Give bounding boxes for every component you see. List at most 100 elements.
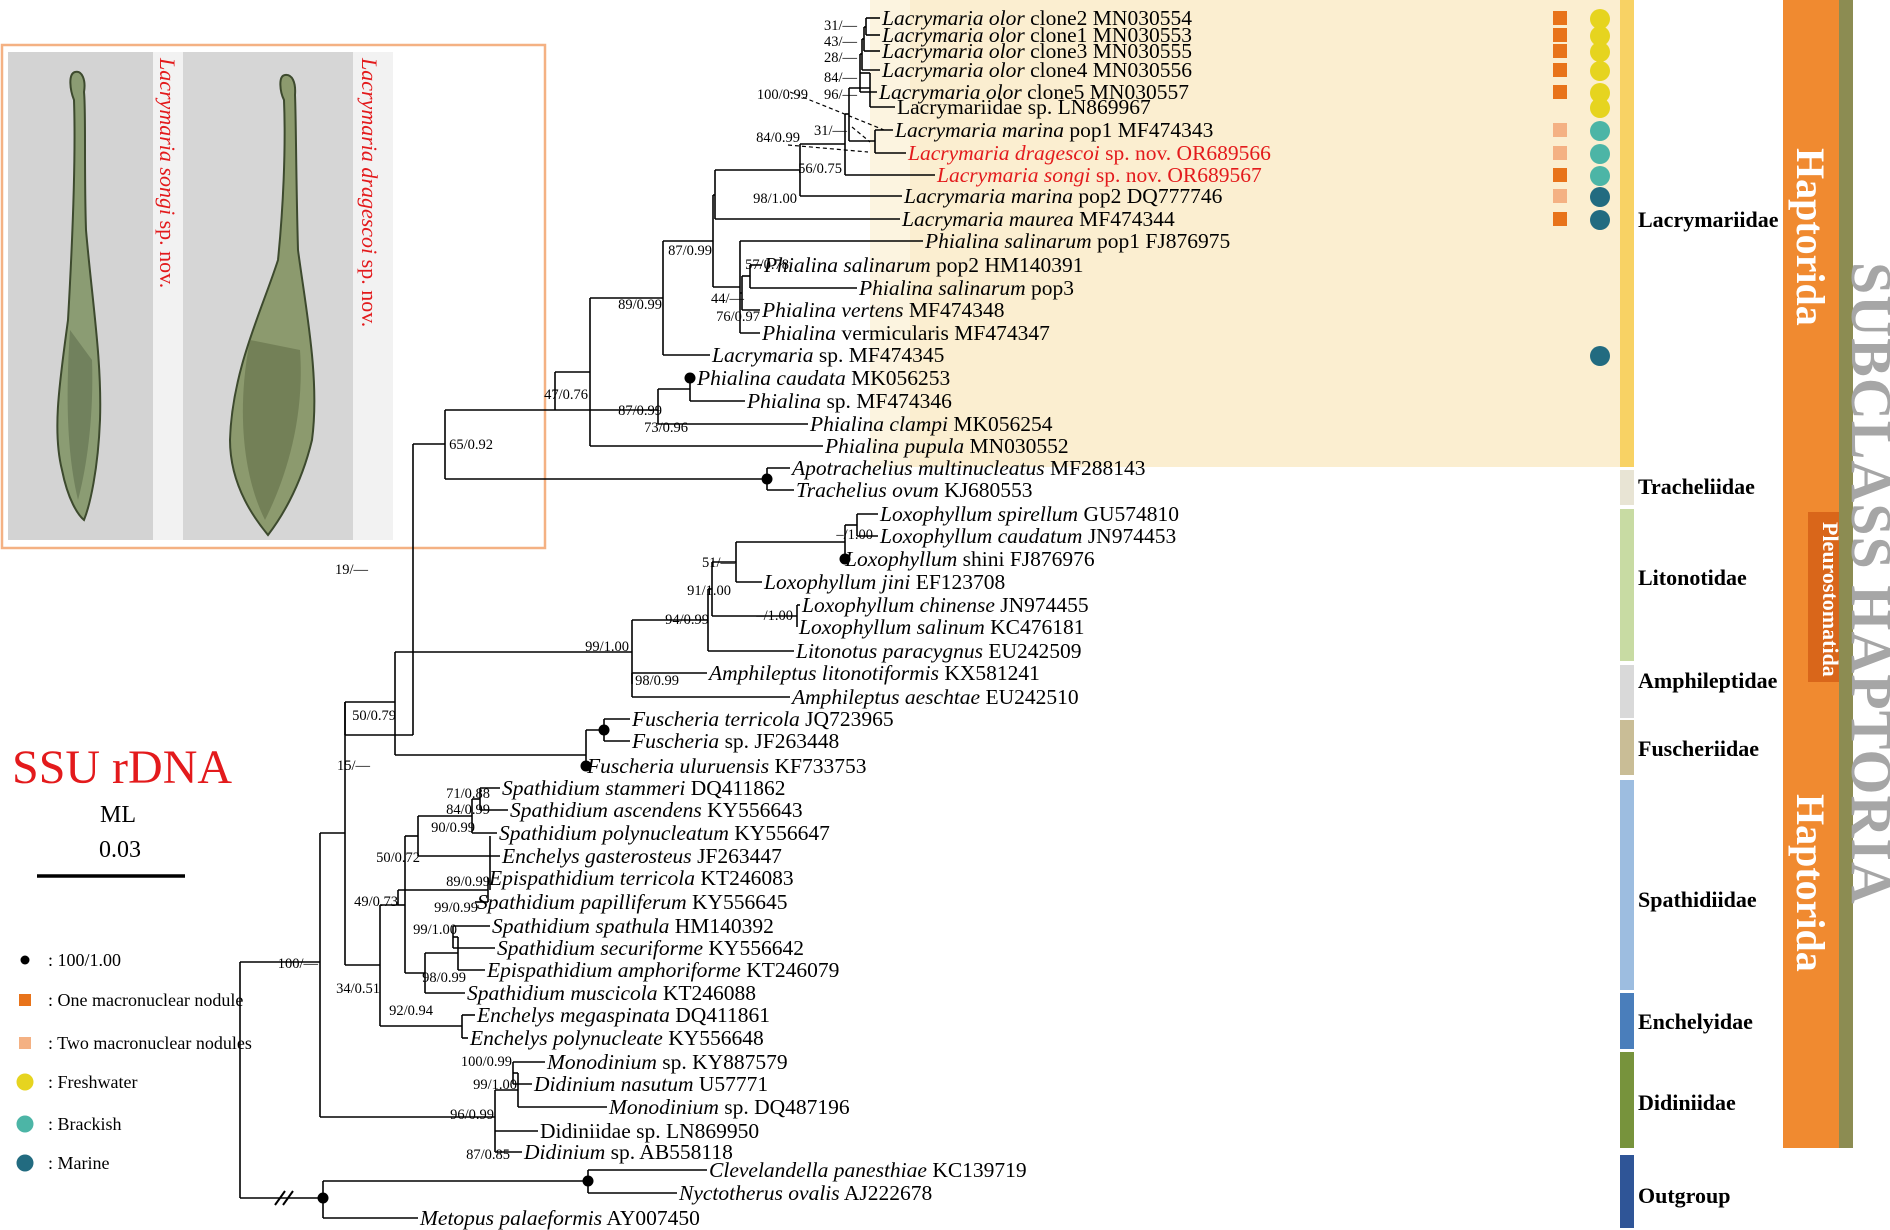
one-nodule-marker (1553, 28, 1567, 42)
support-value: 28/— (824, 50, 858, 66)
legend: : 100/1.00: One macronuclear nodule: Two… (16, 950, 252, 1173)
family-label: Enchelyidae (1638, 1009, 1753, 1034)
support-value: 87/0.85 (466, 1147, 510, 1163)
family-label: Didiniidae (1638, 1090, 1736, 1115)
support-value: 19/— (335, 562, 369, 578)
caption-dragescoi: Lacrymaria dragescoi sp. nov. (357, 57, 382, 327)
taxon-label: Nyctotherus ovalis AJ222678 (678, 1181, 932, 1205)
legend-label: : Marine (48, 1153, 109, 1173)
micrograph-panel: Lacrymaria songi sp. nov. Lacrymaria dra… (0, 43, 547, 550)
taxon-label: Lacrymaria songi sp. nov. OR689567 (936, 163, 1262, 187)
family-label: Lacrymariidae (1638, 207, 1779, 232)
family-bar (1620, 993, 1634, 1049)
family-label: Litonotidae (1638, 565, 1747, 590)
taxon-label: Lacrymaria marina pop1 MF474343 (894, 118, 1213, 142)
support-value: 99/0.99 (434, 900, 478, 916)
taxon-label: Spathidium muscicola KT246088 (467, 981, 756, 1005)
taxon-label: Lacrymaria sp. MF474345 (711, 343, 944, 367)
taxon-label: Metopus palaeformis AY007450 (419, 1206, 700, 1230)
family-bar (1620, 665, 1634, 718)
taxon-label: Lacrymaria olor clone3 MN030555 (881, 39, 1192, 63)
taxon-label: Phialina salinarum pop1 FJ876975 (924, 229, 1230, 253)
scale-value: 0.03 (99, 837, 141, 863)
taxon-label: Spathidium papilliferum KY556645 (477, 890, 788, 914)
node-dot (839, 553, 851, 565)
support-value: 84/0.99 (446, 802, 490, 818)
lacrymariidae-highlight (870, 0, 1630, 467)
taxon-label: Fuscheria uluruensis KF733753 (586, 754, 867, 778)
support-value: 90/0.99 (431, 820, 475, 836)
legend-square (19, 1037, 31, 1049)
order-label-haptorida-bottom: Haptorida (1788, 794, 1833, 972)
support-values: 31/—43/—28/—84/—96/—100/0.9931/—84/0.995… (278, 18, 873, 1163)
marine-marker (1590, 187, 1610, 207)
order-label-haptorida-top: Haptorida (1788, 148, 1833, 326)
taxon-label: Lacrymaria olor clone4 MN030556 (881, 58, 1192, 82)
support-value: 44/— (711, 291, 745, 307)
taxon-label: Phialina vertens MF474348 (761, 298, 1004, 322)
one-nodule-marker (1553, 44, 1567, 58)
support-value: –/1.00 (755, 608, 793, 624)
family-bar (1620, 470, 1634, 505)
taxon-label: Loxophyllum shini FJ876976 (844, 547, 1095, 571)
brackish-marker (1590, 121, 1610, 141)
family-label: Amphileptidae (1638, 668, 1778, 693)
taxon-label: Loxophyllum caudatum JN974453 (879, 524, 1176, 548)
taxon-label: Litonotus paracygnus EU242509 (795, 639, 1082, 663)
taxon-label: Trachelius ovum KJ680553 (796, 478, 1033, 502)
support-value: 31/— (814, 123, 848, 139)
taxon-label: Amphileptus litonotiformis KX581241 (707, 661, 1040, 685)
support-value: 100/0.99 (461, 1054, 512, 1070)
subclass-label: SUBCLASS HAPTORIA (1839, 262, 1890, 905)
support-value: 89/0.99 (618, 297, 662, 313)
trait-markers (1553, 9, 1610, 366)
freshwater-marker (1590, 61, 1610, 81)
taxon-label: Phialina vermicularis MF474347 (761, 321, 1050, 345)
two-nodule-marker (1553, 146, 1567, 160)
freshwater-marker (1590, 83, 1610, 103)
support-value: 43/— (824, 34, 858, 50)
family-label: Outgroup (1638, 1183, 1731, 1208)
support-value: 57/0.78 (745, 257, 789, 273)
taxon-label: Enchelys gasterosteus JF263447 (501, 844, 782, 868)
node-dot (598, 724, 610, 736)
legend-label: : Two macronuclear nodules (48, 1033, 252, 1053)
support-value: 98/0.99 (635, 673, 679, 689)
taxon-label: Phialina pupula MN030552 (824, 434, 1069, 458)
taxon-label: Lacrymaria olor clone5 MN030557 (878, 80, 1189, 104)
legend-label: : Freshwater (48, 1072, 137, 1092)
taxon-label: Spathidium ascendens KY556643 (510, 798, 803, 822)
taxon-label: Lacrymaria maurea MF474344 (901, 207, 1175, 231)
taxon-label: Fuscheria terricola JQ723965 (631, 707, 894, 731)
support-value: 73/0.96 (644, 420, 688, 436)
family-bar (1620, 509, 1634, 661)
two-nodule-marker (1553, 189, 1567, 203)
support-value: 56/0.75 (798, 161, 842, 177)
one-nodule-marker (1553, 212, 1567, 226)
node-dot (317, 1192, 329, 1204)
family-bar (1620, 1052, 1634, 1148)
legend-label: : Brackish (48, 1114, 122, 1134)
taxon-label: Lacrymaria olor clone1 MN030553 (881, 23, 1192, 47)
freshwater-marker (1590, 9, 1610, 29)
family-label: Spathidiidae (1638, 887, 1757, 912)
support-value: 100/0.99 (757, 87, 808, 103)
caption-songi: Lacrymaria songi sp. nov. (155, 57, 180, 288)
taxon-label: Apotrachelius multinucleatus MF288143 (790, 456, 1146, 480)
freshwater-marker (1590, 42, 1610, 62)
taxon-label: Phialina salinarum pop3 (858, 276, 1074, 300)
taxon-label: Spathidium spathula HM140392 (492, 914, 774, 938)
marine-marker (1590, 210, 1610, 230)
node-dot (582, 1175, 594, 1187)
taxon-label: Spathidium polynucleatum KY556647 (499, 821, 830, 845)
taxon-label: Lacrymariidae sp. LN869967 (897, 95, 1151, 119)
taxon-label: Lacrymaria marina pop2 DQ777746 (903, 184, 1223, 208)
family-bar (1620, 720, 1634, 775)
support-value: 76/0.97 (716, 309, 760, 325)
node-dot (761, 473, 773, 485)
support-value: 50/0.72 (376, 850, 420, 866)
taxon-label: Loxophyllum spirellum GU574810 (879, 502, 1179, 526)
support-value: 84/— (824, 70, 858, 86)
marine-marker (1590, 346, 1610, 366)
taxon-label: Epispathidium terricola KT246083 (488, 866, 794, 890)
